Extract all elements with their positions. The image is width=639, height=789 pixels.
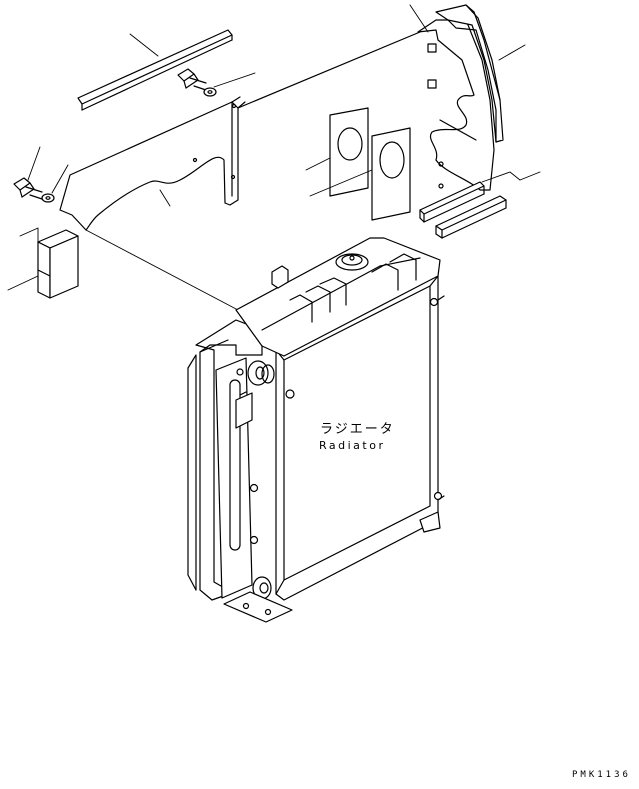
leader-line bbox=[213, 72, 256, 88]
leader-line bbox=[85, 229, 239, 311]
seal-plate-with-hole bbox=[329, 107, 369, 197]
radiator-label-en: Radiator bbox=[319, 439, 386, 452]
leader-line bbox=[309, 169, 373, 197]
leader-line bbox=[19, 227, 39, 243]
reference-code: PMK1136 bbox=[572, 770, 631, 780]
leader-line bbox=[7, 275, 39, 291]
leader-line bbox=[305, 157, 331, 173]
side-cover-plate bbox=[59, 31, 421, 231]
seal-plate-with-hole bbox=[371, 127, 411, 221]
leader-line bbox=[27, 146, 41, 181]
radiator-label-jp: ラジエータ bbox=[320, 422, 395, 437]
washer-icon bbox=[203, 87, 217, 97]
leader-line bbox=[159, 189, 171, 207]
bolt-icon bbox=[177, 68, 207, 91]
radiator-assembly bbox=[187, 237, 445, 623]
seal-strip-short bbox=[435, 195, 507, 239]
seal-strip-top-left bbox=[77, 29, 233, 111]
side-cover-plate-right bbox=[417, 19, 495, 191]
leader-line bbox=[481, 171, 521, 183]
leader-line bbox=[129, 33, 159, 57]
seal-strip-short bbox=[419, 181, 485, 223]
bolt-icon bbox=[13, 177, 43, 200]
leader-line bbox=[51, 164, 69, 194]
leader-line bbox=[519, 171, 541, 181]
curved-seal-strip bbox=[435, 4, 504, 143]
washer-icon bbox=[41, 193, 55, 203]
leader-line bbox=[498, 44, 526, 61]
leader-line bbox=[409, 4, 429, 33]
rubber-block bbox=[37, 229, 79, 299]
